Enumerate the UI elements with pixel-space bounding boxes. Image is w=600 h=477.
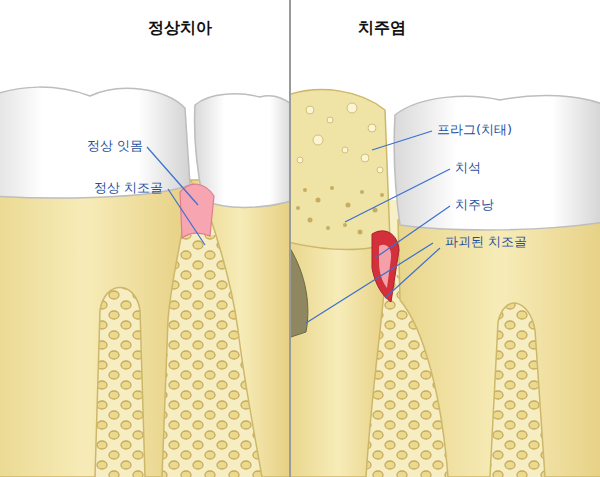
leader-line xyxy=(385,248,440,298)
callout-label: 파괴된 치조골 xyxy=(445,234,527,250)
panel-heading: 치주염 xyxy=(358,18,406,37)
callout-label: 치주낭 xyxy=(455,197,494,213)
periodontitis-teeth xyxy=(291,90,600,477)
callout-label: 정상 치조골 xyxy=(94,180,163,196)
panel-divider xyxy=(289,0,291,477)
leader-line xyxy=(306,243,433,323)
leader-line xyxy=(345,169,450,222)
callout-label: 프라그(치태) xyxy=(437,122,512,138)
normal-teeth xyxy=(0,87,289,477)
leader-line xyxy=(168,189,205,245)
leader-line xyxy=(372,131,432,150)
callout-label: 정상 잇몸 xyxy=(87,138,143,154)
panel-heading: 정상치아 xyxy=(148,18,212,37)
leader-line xyxy=(375,206,450,258)
leader-lines xyxy=(147,131,450,323)
callout-label: 치석 xyxy=(455,160,481,176)
